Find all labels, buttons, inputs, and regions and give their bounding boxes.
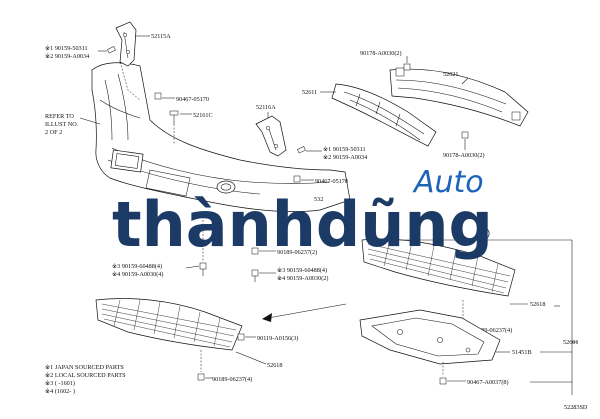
refer-line-2: ILLUST NO. — [45, 121, 79, 128]
bracket-52115a — [115, 21, 150, 67]
legend-line-4: ※4 (1602- ) — [45, 388, 75, 395]
legend-line-2: ※2 LOCAL SOURCED PARTS — [45, 372, 126, 379]
label-90189-a: 90189-06237(2) — [277, 249, 317, 256]
label-nut-bottom: 90178-A0030(2) — [443, 152, 485, 159]
clip-90467-a0037 — [439, 377, 466, 385]
label-52601: 52601 — [563, 339, 578, 346]
refer-line-1: REFER TO — [45, 113, 74, 120]
clip-b — [293, 175, 314, 183]
label-52161c: 52161C — [193, 112, 213, 119]
watermark-reg-mark: ® — [474, 224, 492, 245]
label-screw-top-1: ※1 90159-50311 — [45, 45, 88, 52]
watermark-accent: Auto — [412, 165, 484, 200]
label-52115a: 52115A — [151, 33, 171, 40]
bumper-cover — [91, 62, 351, 212]
under-cover-51451b — [359, 309, 510, 365]
label-532: 532 — [314, 196, 323, 203]
label-52021: 52021 — [443, 71, 458, 78]
label-screw-r-3: ※3 90159-60488(4) — [277, 267, 327, 274]
clip-90189-a — [251, 247, 276, 255]
label-screw-l-4: ※4 90159-A0030(4) — [112, 271, 163, 278]
clip-90119 — [237, 333, 256, 341]
refer-line-3: 2 OF 2 — [45, 129, 62, 136]
label-90467-a0037: 90467-A0037(8) — [467, 379, 509, 386]
watermark-logo: thànhdũng Auto ® — [112, 165, 493, 261]
screw-mid — [297, 146, 322, 154]
bolt-52161c — [169, 110, 192, 124]
screw-lower-right — [251, 269, 276, 282]
screw-top — [98, 46, 116, 54]
screw-lower-left — [185, 262, 207, 276]
label-nut-top: 90178-A0030(2) — [360, 50, 402, 57]
label-52611: 52611 — [302, 89, 317, 96]
grille-left — [95, 298, 243, 351]
label-90189-c: 90189-06237(4) — [472, 327, 512, 334]
label-screw-r-4: ※4 90159-A0030(2) — [277, 275, 328, 282]
label-screw-top-2: ※2 90159-A0034 — [45, 53, 89, 60]
nut-top — [403, 56, 411, 71]
figure-code: 52283SD — [564, 404, 588, 411]
clip-90189-b — [197, 373, 212, 381]
direction-arrow — [262, 303, 347, 322]
label-52116a: 52116A — [256, 104, 276, 111]
nut-bottom — [461, 131, 469, 150]
watermark-brand: thànhdũng — [112, 188, 493, 261]
label-90119: 90119-A0156(3) — [257, 335, 298, 342]
reinforcement-52021 — [389, 67, 529, 127]
label-clip-a: 90467-05170 — [176, 96, 209, 103]
label-90189-b: 90189-06237(4) — [212, 376, 252, 383]
grille-right — [361, 238, 516, 297]
clip-a — [154, 92, 175, 100]
legend-line-3: ※3 ( -1601) — [45, 380, 75, 387]
label-screw-mid-2: ※2 90159-A0034 — [323, 154, 367, 161]
label-52618-right: 52618 — [530, 301, 545, 308]
bracket-52116a — [255, 112, 287, 157]
label-52618-left: 52618 — [267, 362, 282, 369]
absorber-52611 — [320, 83, 437, 147]
label-screw-l-3: ※3 90159-60488(4) — [112, 263, 162, 270]
label-screw-mid-1: ※1 90159-50311 — [323, 146, 366, 153]
label-clip-b: 90467-05170 — [315, 178, 348, 185]
legend-line-1: ※1 JAPAN SOURCED PARTS — [45, 364, 124, 371]
label-51451b: 51451B — [512, 349, 532, 356]
